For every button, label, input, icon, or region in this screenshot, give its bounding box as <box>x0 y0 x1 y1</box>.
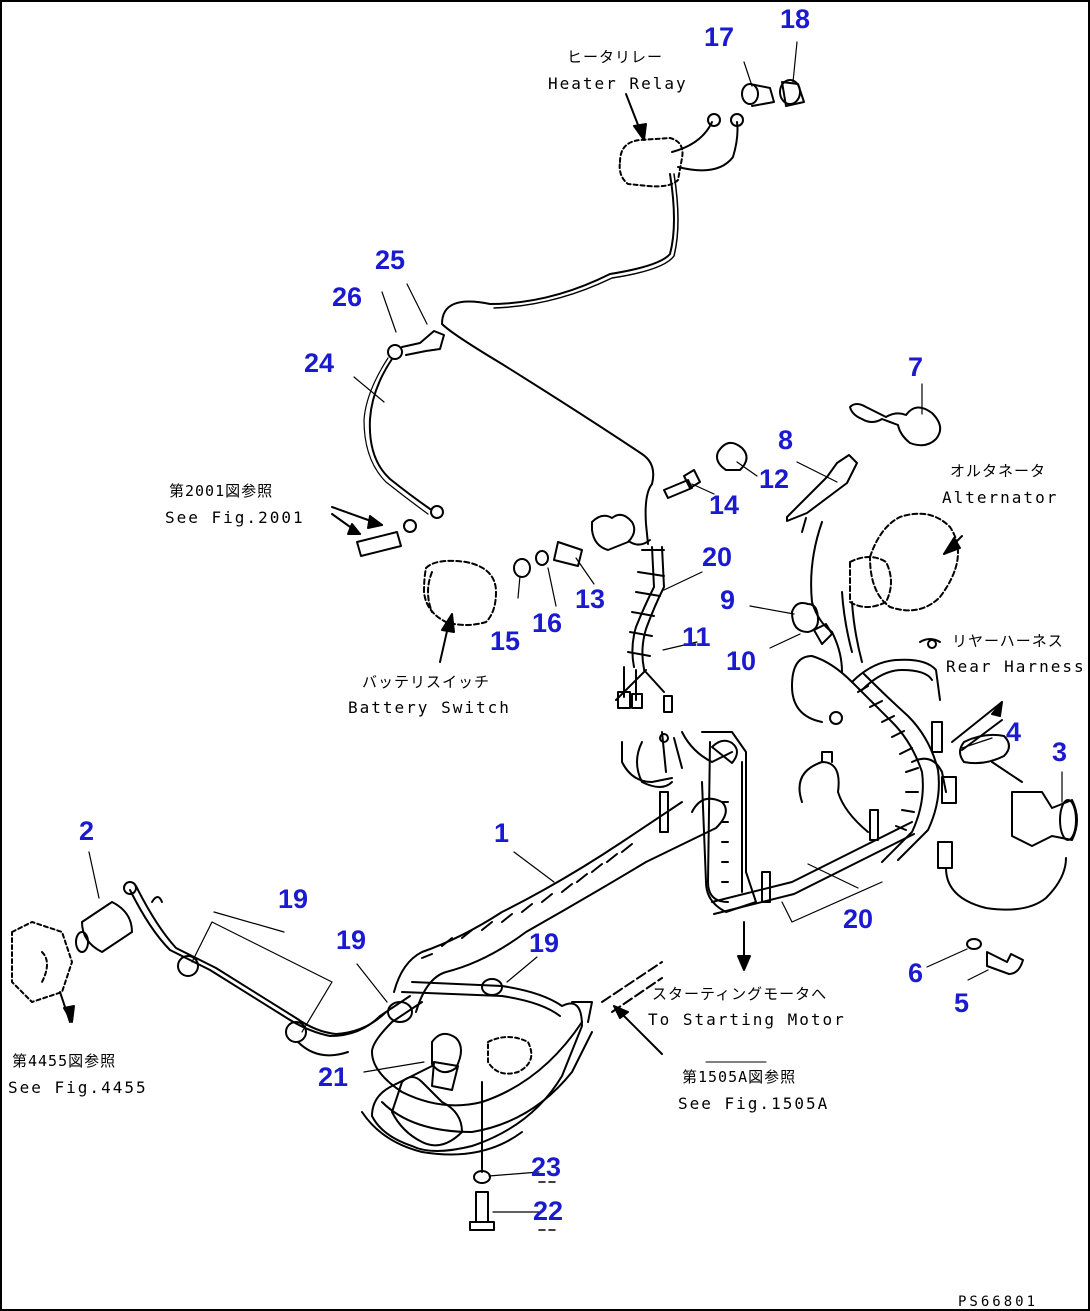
ref-4455-jp-label: 第4455図参照 <box>12 1052 117 1070</box>
battery-switch-jp-label: バッテリスイッチ <box>362 673 491 691</box>
alternator-en-label: Alternator <box>942 488 1059 507</box>
ref-2001-jp-label: 第2001図参照 <box>169 482 274 500</box>
callout-23: 23 <box>531 1152 562 1182</box>
battery-switch <box>423 559 497 626</box>
callout-2: 2 <box>79 816 95 846</box>
starting-motor-jp-label: スターティングモータへ <box>652 985 828 1003</box>
callout-14: 14 <box>709 490 740 520</box>
callout-19b: 19 <box>336 925 367 955</box>
callout-12: 12 <box>759 464 790 494</box>
ref-2001-en-label: See Fig.2001 <box>165 508 305 527</box>
callout-25: 25 <box>375 245 406 275</box>
callout-10: 10 <box>726 646 757 676</box>
harness-11 <box>615 546 673 713</box>
drawing-code: PS66801 <box>958 1294 1039 1310</box>
callout-13: 13 <box>575 584 606 614</box>
harness-lower-loop <box>361 978 593 1156</box>
rear-harness-jp-label: リヤーハーネス <box>952 632 1064 650</box>
callout-19a: 19 <box>278 884 309 914</box>
part-2 <box>75 901 133 953</box>
callout-4: 4 <box>1006 717 1022 747</box>
callout-20a: 20 <box>702 542 733 572</box>
callout-19c: 19 <box>529 928 560 958</box>
bolt-2001 <box>356 519 417 557</box>
starting-motor-en-label: To Starting Motor <box>648 1010 846 1029</box>
relay-cable <box>441 173 675 545</box>
callout-7: 7 <box>908 352 924 382</box>
leader-lines <box>88 41 1063 1213</box>
part-17-18-terminals <box>741 79 805 107</box>
rear-harness-en-label: Rear Harness <box>946 657 1086 676</box>
callout-5: 5 <box>954 988 970 1018</box>
callout-15: 15 <box>490 626 521 656</box>
callout-26: 26 <box>332 282 363 312</box>
part-4455 <box>11 921 73 1003</box>
callout-8: 8 <box>778 425 794 455</box>
callout-9: 9 <box>720 585 736 615</box>
battery-switch-en-label: Battery Switch <box>348 698 511 717</box>
part-3 <box>1011 791 1078 847</box>
harness-1 <box>393 791 727 1013</box>
cable-24 <box>363 330 445 519</box>
heater-relay-jp-label: ヒータリレー <box>567 48 664 66</box>
ref-1505a-en-label: See Fig.1505A <box>678 1094 830 1113</box>
callout-18: 18 <box>780 4 811 34</box>
ref-4455-en-label: See Fig.4455 <box>8 1078 148 1097</box>
callout-3: 3 <box>1052 737 1068 767</box>
callout-11: 11 <box>682 622 711 652</box>
alternator-jp-label: オルタネータ <box>950 462 1047 480</box>
callout-20b: 20 <box>843 904 874 934</box>
rear-harness-bundle <box>851 638 943 863</box>
callout-24: 24 <box>304 348 335 378</box>
left-cable <box>123 881 411 1057</box>
heater-relay <box>618 113 744 188</box>
callout-6: 6 <box>908 958 924 988</box>
callout-16: 16 <box>532 608 563 638</box>
center-connectors <box>621 731 738 788</box>
heater-relay-en-label: Heater Relay <box>548 74 688 93</box>
alternator <box>849 512 959 612</box>
callout-17: 17 <box>704 22 735 52</box>
rear-harness-loop <box>791 655 853 723</box>
ref-1505a-jp-label: 第1505A図参照 <box>682 1068 797 1086</box>
callout-22: 22 <box>533 1196 564 1226</box>
callout-1: 1 <box>494 818 510 848</box>
callout-21: 21 <box>318 1062 349 1092</box>
